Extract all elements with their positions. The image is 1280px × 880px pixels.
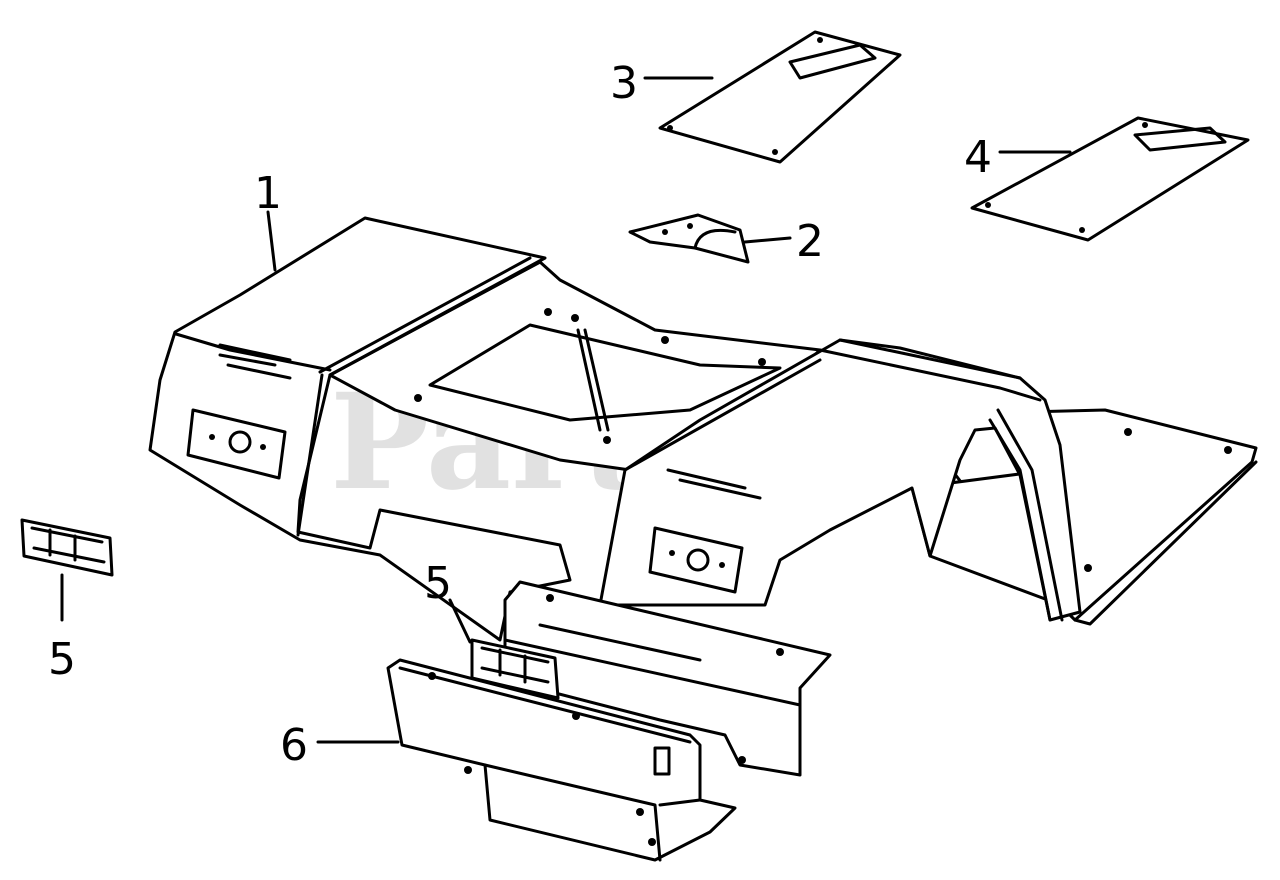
callout-1: 1 xyxy=(254,168,282,219)
part-3-decal-plate[interactable] xyxy=(658,30,902,164)
callout-2: 2 xyxy=(796,216,824,267)
part-2-bracket[interactable] xyxy=(628,213,750,264)
callout-5-left: 5 xyxy=(48,634,76,685)
callout-3: 3 xyxy=(610,58,638,109)
callout-4: 4 xyxy=(964,132,992,183)
callout-6: 6 xyxy=(280,720,308,771)
part-4-decal-plate[interactable] xyxy=(970,116,1250,242)
part-6-panel[interactable] xyxy=(386,580,832,862)
callout-5-center: 5 xyxy=(424,558,452,609)
part-5-reflector-left[interactable] xyxy=(20,518,114,577)
rear-fender[interactable] xyxy=(148,216,1258,642)
part-5-reflector-center[interactable] xyxy=(470,638,560,700)
leader-lines xyxy=(60,76,1072,744)
